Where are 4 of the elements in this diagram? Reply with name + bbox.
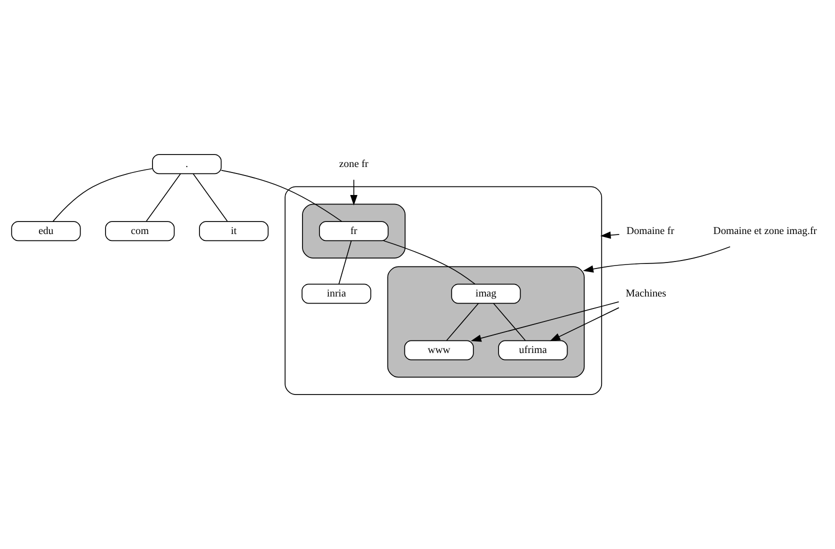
node-text: Machines — [626, 288, 666, 299]
node-text: Domaine et zone imag.fr — [713, 225, 817, 236]
node-text: Domaine fr — [626, 225, 674, 236]
node-text: zone fr — [339, 158, 368, 170]
